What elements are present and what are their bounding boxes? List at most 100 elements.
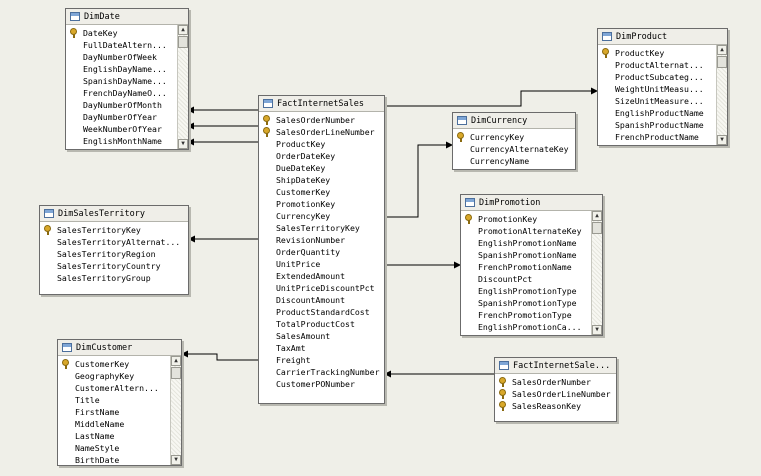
field-row[interactable]: PromotionAlternateKey xyxy=(461,225,602,237)
field-row[interactable]: ProductStandardCost xyxy=(259,306,384,318)
field-row[interactable]: FrenchPromotionName xyxy=(461,261,602,273)
field-row[interactable]: CustomerAltern... xyxy=(58,382,181,394)
field-row[interactable]: ProductKey xyxy=(598,47,727,59)
field-row[interactable]: SalesTerritoryRegion xyxy=(40,248,188,260)
field-row[interactable]: OrderQuantity xyxy=(259,246,384,258)
table-header[interactable]: FactInternetSales xyxy=(259,96,384,112)
field-row[interactable]: DiscountPct xyxy=(461,273,602,285)
field-row[interactable]: PromotionKey xyxy=(461,213,602,225)
field-row[interactable]: UnitPriceDiscountPct xyxy=(259,282,384,294)
field-row[interactable]: SalesOrderNumber xyxy=(259,114,384,126)
field-row[interactable]: SalesOrderNumber xyxy=(495,376,616,388)
field-row[interactable]: EnglishMonthName xyxy=(66,135,188,147)
field-row[interactable]: ProductSubcateg... xyxy=(598,71,727,83)
field-row[interactable]: SalesTerritoryKey xyxy=(259,222,384,234)
field-row[interactable]: ShipDateKey xyxy=(259,174,384,186)
field-row[interactable]: PromotionKey xyxy=(259,198,384,210)
field-row[interactable]: FrenchPromotionType xyxy=(461,309,602,321)
vertical-scrollbar[interactable]: ▲▼ xyxy=(591,211,602,335)
vertical-scrollbar[interactable]: ▲▼ xyxy=(177,25,188,149)
field-row[interactable]: SalesTerritoryAlternat... xyxy=(40,236,188,248)
field-row[interactable]: NameStyle xyxy=(58,442,181,454)
field-row[interactable]: CustomerKey xyxy=(58,358,181,370)
scroll-down-arrow-icon[interactable]: ▼ xyxy=(171,455,181,465)
scroll-down-arrow-icon[interactable]: ▼ xyxy=(717,135,727,145)
field-row[interactable]: DayNumberOfYear xyxy=(66,111,188,123)
field-row[interactable]: CustomerKey xyxy=(259,186,384,198)
field-row[interactable]: SalesReasonKey xyxy=(495,400,616,412)
field-row[interactable]: SalesTerritoryCountry xyxy=(40,260,188,272)
table-header[interactable]: DimPromotion xyxy=(461,195,602,211)
scroll-up-arrow-icon[interactable]: ▲ xyxy=(592,211,602,221)
field-row[interactable]: UnitPrice xyxy=(259,258,384,270)
field-row[interactable]: WeightUnitMeasu... xyxy=(598,83,727,95)
field-row[interactable]: WeekNumberOfYear xyxy=(66,123,188,135)
field-row[interactable]: CurrencyKey xyxy=(259,210,384,222)
field-row[interactable]: ExtendedAmount xyxy=(259,270,384,282)
scroll-down-arrow-icon[interactable]: ▼ xyxy=(592,325,602,335)
field-row[interactable]: CurrencyName xyxy=(453,155,575,167)
scroll-up-arrow-icon[interactable]: ▲ xyxy=(717,45,727,55)
field-row[interactable]: CarrierTrackingNumber xyxy=(259,366,384,378)
table-header[interactable]: DimCurrency xyxy=(453,113,575,129)
field-row[interactable]: Freight xyxy=(259,354,384,366)
field-row[interactable]: LastName xyxy=(58,430,181,442)
field-row[interactable]: SpanishProductName xyxy=(598,119,727,131)
field-row[interactable]: DueDateKey xyxy=(259,162,384,174)
table-header[interactable]: FactInternetSale... xyxy=(495,358,616,374)
field-row[interactable]: SalesOrderLineNumber xyxy=(259,126,384,138)
field-row[interactable]: SpanishPromotionType xyxy=(461,297,602,309)
field-row[interactable]: SpanishDayName... xyxy=(66,75,188,87)
field-row[interactable]: FrenchProductName xyxy=(598,131,727,143)
scroll-thumb[interactable] xyxy=(717,56,727,68)
field-row[interactable]: SpanishPromotionName xyxy=(461,249,602,261)
field-row[interactable]: EnglishPromotionCa... xyxy=(461,321,602,333)
table-header[interactable]: DimDate xyxy=(66,9,188,25)
field-row[interactable]: SalesAmount xyxy=(259,330,384,342)
vertical-scrollbar[interactable]: ▲▼ xyxy=(716,45,727,145)
field-row[interactable]: TaxAmt xyxy=(259,342,384,354)
field-row[interactable]: BirthDate xyxy=(58,454,181,465)
scroll-up-arrow-icon[interactable]: ▲ xyxy=(178,25,188,35)
table-header[interactable]: DimCustomer xyxy=(58,340,181,356)
scroll-thumb[interactable] xyxy=(592,222,602,234)
field-row[interactable]: DiscountAmount xyxy=(259,294,384,306)
field-row[interactable]: DateKey xyxy=(66,27,188,39)
field-row[interactable]: SalesTerritoryGroup xyxy=(40,272,188,284)
field-row[interactable]: EnglishPromotionType xyxy=(461,285,602,297)
field-row[interactable]: EnglishProductName xyxy=(598,107,727,119)
field-row[interactable]: RevisionNumber xyxy=(259,234,384,246)
field-row[interactable]: EnglishPromotionName xyxy=(461,237,602,249)
field-row[interactable]: DayNumberOfMonth xyxy=(66,99,188,111)
field-row[interactable]: Title xyxy=(58,394,181,406)
scroll-down-arrow-icon[interactable]: ▼ xyxy=(178,139,188,149)
field-row[interactable]: FullDateAltern... xyxy=(66,39,188,51)
table-header[interactable]: DimProduct xyxy=(598,29,727,45)
field-row[interactable]: GeographyKey xyxy=(58,370,181,382)
scroll-up-arrow-icon[interactable]: ▲ xyxy=(171,356,181,366)
scroll-thumb[interactable] xyxy=(171,367,181,379)
field-row[interactable]: SalesOrderLineNumber xyxy=(495,388,616,400)
field-row[interactable]: TotalProductCost xyxy=(259,318,384,330)
field-row[interactable]: FrenchDayNameO... xyxy=(66,87,188,99)
field-row[interactable]: ProductKey xyxy=(259,138,384,150)
field-row[interactable]: ProductAlternat... xyxy=(598,59,727,71)
field-row[interactable]: FirstName xyxy=(58,406,181,418)
field-row[interactable]: CustomerPONumber xyxy=(259,378,384,390)
field-row[interactable]: OrderDateKey xyxy=(259,150,384,162)
table-header[interactable]: DimSalesTerritory xyxy=(40,206,188,222)
field-row[interactable]: SalesTerritoryKey xyxy=(40,224,188,236)
field-row[interactable]: CurrencyKey xyxy=(453,131,575,143)
field-row[interactable]: SizeUnitMeasure... xyxy=(598,95,727,107)
scroll-thumb[interactable] xyxy=(178,36,188,48)
field-row[interactable]: MiddleName xyxy=(58,418,181,430)
field-row[interactable]: CurrencyAlternateKey xyxy=(453,143,575,155)
field-row[interactable]: DayNumberOfWeek xyxy=(66,51,188,63)
